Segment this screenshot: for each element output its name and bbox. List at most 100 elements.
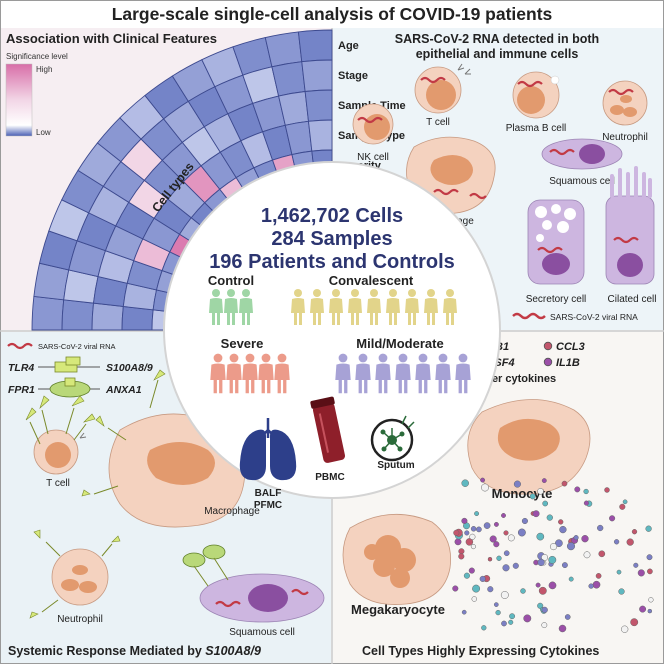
cytokine-particle — [503, 530, 509, 536]
t-cell-label-q2: T cell — [426, 117, 450, 128]
cytokine-particle — [461, 609, 467, 615]
person-icon — [335, 353, 351, 394]
cytokine-particle — [501, 620, 507, 627]
cytokine-particle — [476, 526, 482, 533]
sample-pfmc-label: PFMC — [254, 500, 282, 511]
cytokine-particle — [523, 614, 532, 623]
cytokine-particle — [583, 551, 591, 559]
sample-sputum-label: Sputum — [377, 460, 414, 471]
heatmap-cell — [61, 299, 95, 331]
cytokine-particle — [645, 525, 652, 532]
cytokine-particle — [549, 543, 558, 551]
heatmap-cell — [264, 31, 303, 68]
cytokine-particle — [452, 585, 459, 592]
macrophage-label-q3: Macrophage — [204, 506, 260, 517]
q4-footer: Cell Types Highly Expressing Cytokines — [362, 644, 599, 658]
person-icon — [274, 353, 290, 394]
squamous-cell-label-q3: Squamous cell — [229, 627, 295, 638]
person-icon — [375, 353, 391, 394]
secretory-cell-label: Secretory cell — [526, 294, 587, 305]
person-icon — [435, 353, 451, 394]
q3-viral-legend-icon — [7, 342, 33, 350]
cytokine-particle — [573, 535, 579, 541]
tlr4-s100a8-binding-icon — [38, 356, 100, 373]
monocyte-label: Monocyte — [492, 486, 553, 501]
center-circle — [163, 161, 501, 499]
cytokine-particle — [622, 499, 628, 505]
neutrophil-label-q2: Neutrophil — [602, 132, 648, 143]
t-cell-icon-q3 — [25, 395, 96, 475]
person-icon — [239, 289, 253, 325]
cytokine-particle — [541, 606, 548, 614]
total-samples: 284 Samples — [271, 228, 392, 250]
cytokine-particle — [500, 591, 509, 599]
group-convalescent-label: Convalescent — [329, 273, 414, 288]
q2-title-line1: SARS-CoV-2 RNA detected in both — [395, 32, 599, 46]
lungs-icon — [239, 418, 297, 481]
q3-footer-prefix: Systemic Response Mediated by — [8, 644, 205, 658]
patient-groups — [209, 289, 471, 394]
cytokine-particle — [469, 533, 476, 540]
person-icon — [424, 289, 438, 325]
cytokine-legend-swatch — [543, 341, 553, 351]
cytokine-particle — [574, 486, 581, 493]
person-icon — [395, 353, 411, 394]
cytokine-particle — [537, 488, 544, 495]
cytokine-particle — [532, 510, 540, 518]
ciliated-cell-label: Cilated cell — [608, 294, 657, 305]
cytokine-particle — [542, 500, 549, 507]
megakaryocyte-icon — [342, 513, 451, 605]
cytokine-particle — [561, 480, 568, 487]
sputum-dish-icon — [370, 415, 415, 462]
blood-tube-icon — [310, 396, 346, 463]
person-icon — [329, 289, 343, 325]
clinical-feature-label: Stage — [338, 70, 368, 82]
significance-legend-title: Significance level — [6, 52, 68, 61]
group-severe-label: Severe — [221, 336, 264, 351]
cytokine-particle — [592, 580, 601, 589]
cytokine-particle — [536, 532, 545, 541]
figure-title: Large-scale single-cell analysis of COVI… — [112, 4, 553, 24]
cytokine-particle — [461, 479, 469, 487]
person-icon — [355, 353, 371, 394]
squamous-cell-label-q2: Squamous cell — [549, 176, 615, 187]
cytokine-particle — [561, 562, 568, 569]
cytokine-particle — [501, 513, 506, 518]
cytokine-particle — [609, 515, 616, 522]
heatmap-cell — [301, 59, 333, 93]
cytokine-particle — [496, 555, 502, 561]
cytokine-particle — [458, 548, 465, 555]
group-mild-label: Mild/Moderate — [356, 336, 443, 351]
heatmap-cell — [297, 29, 333, 63]
cytokine-particle — [566, 542, 576, 551]
cytokine-particle — [558, 519, 564, 525]
cytokine-particle — [512, 562, 519, 569]
cytokine-particle — [537, 558, 545, 567]
cytokine-particle — [568, 576, 574, 582]
megakaryocyte-label: Megakaryocyte — [351, 602, 445, 617]
cytokine-particle — [465, 538, 474, 546]
heatmap-cell — [91, 302, 124, 331]
person-icon — [258, 353, 274, 394]
person-icon — [209, 289, 223, 325]
cytokine-particle — [541, 478, 547, 484]
person-icon — [386, 289, 400, 325]
cytokine-particle — [509, 613, 516, 620]
cytokine-particle — [521, 517, 528, 525]
cytokine-particle — [616, 569, 622, 575]
cytokine-particle — [626, 538, 634, 546]
q3-footer-gene: S100A8/9 — [205, 644, 261, 658]
cytokine-particle — [555, 539, 563, 548]
cytokine-particle — [639, 605, 647, 613]
cytokine-legend-label: IL1B — [556, 357, 580, 369]
monocyte-icon — [467, 399, 591, 495]
person-icon — [455, 353, 471, 394]
cytokine-particle — [481, 483, 489, 492]
person-icon — [291, 289, 305, 325]
cytokine-particle — [529, 493, 536, 500]
cytokine-particle — [538, 586, 547, 595]
cytokine-particle — [463, 572, 470, 579]
q3-viral-legend-label: SARS-CoV-2 viral RNA — [38, 342, 116, 351]
cytokine-particle — [537, 602, 544, 609]
